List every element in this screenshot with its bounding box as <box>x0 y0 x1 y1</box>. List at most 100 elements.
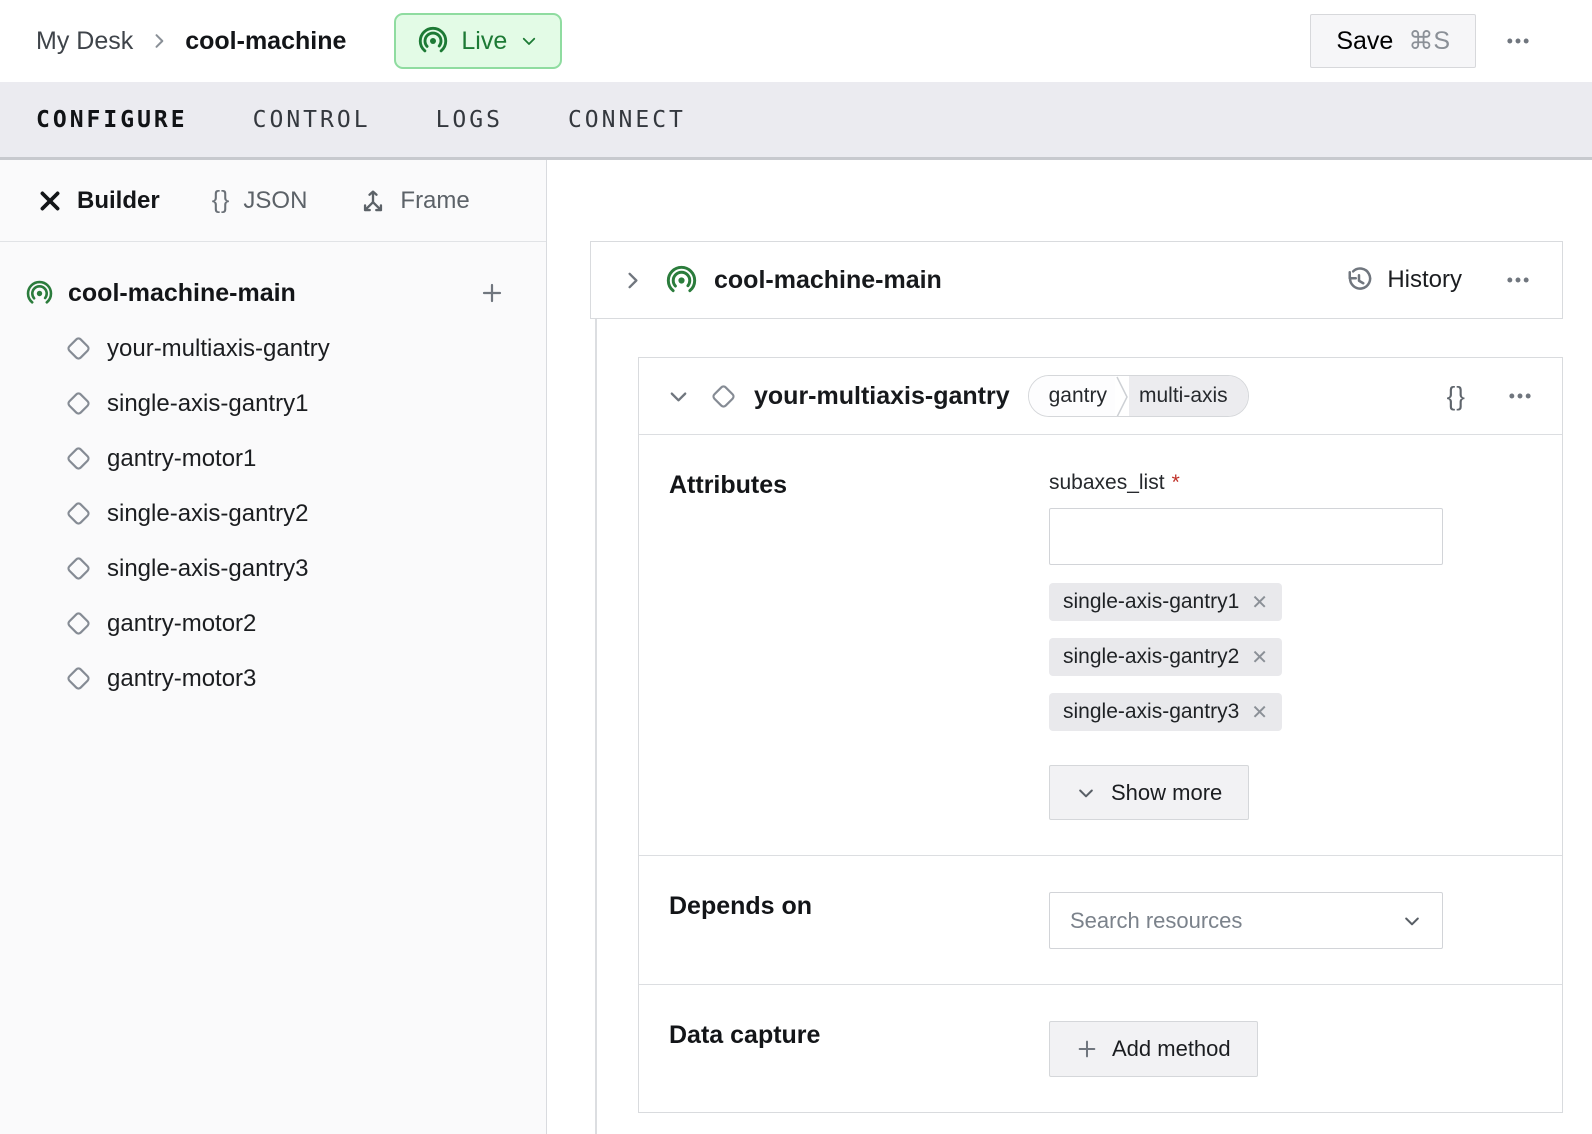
view-mode-json[interactable]: {} JSON <box>212 186 308 215</box>
chevron-down-icon <box>1079 789 1093 797</box>
component-diamond-icon <box>66 446 91 471</box>
tab-connect[interactable]: CONNECT <box>567 106 686 133</box>
breadcrumb-current: cool-machine <box>185 26 347 55</box>
tree-item[interactable]: gantry-motor3 <box>0 651 546 706</box>
tree-item[interactable]: single-axis-gantry1 <box>0 376 546 431</box>
attributes-section: Attributes subaxes_list* single-axis-gan… <box>639 434 1562 855</box>
header-overflow-menu-button[interactable] <box>1504 27 1532 55</box>
save-button[interactable]: Save ⌘S <box>1310 14 1476 68</box>
tree-item[interactable]: your-multiaxis-gantry <box>0 321 546 376</box>
live-status-button[interactable]: Live <box>394 13 563 69</box>
tab-control[interactable]: CONTROL <box>252 106 371 133</box>
builder-tools-icon <box>40 191 60 210</box>
component-diamond-icon <box>66 556 91 581</box>
ellipsis-icon <box>1509 393 1531 399</box>
machine-part-icon <box>26 280 53 306</box>
frame-label: Frame <box>400 186 470 214</box>
history-label: History <box>1387 266 1462 293</box>
ellipsis-icon <box>1507 277 1529 283</box>
tree-item-label: single-axis-gantry2 <box>107 499 309 527</box>
machine-part-overflow-button[interactable] <box>1504 266 1532 294</box>
component-json-toggle[interactable]: {} <box>1446 380 1466 411</box>
tree-item[interactable]: single-axis-gantry3 <box>0 541 546 596</box>
tab-logs[interactable]: LOGS <box>435 106 503 133</box>
machine-part-icon <box>666 265 697 295</box>
component-diamond-icon <box>66 666 91 691</box>
add-method-button[interactable]: Add method <box>1049 1021 1258 1077</box>
depends-on-heading: Depends on <box>669 892 813 920</box>
component-diamond-icon <box>66 391 91 416</box>
frame-axes-icon <box>364 190 383 211</box>
tree-root-machine-part[interactable]: cool-machine-main <box>0 265 546 321</box>
chip-label: single-axis-gantry2 <box>1063 645 1240 668</box>
component-diamond-icon <box>66 501 91 526</box>
tree-item[interactable]: gantry-motor2 <box>0 596 546 651</box>
remove-chip-icon[interactable]: ✕ <box>1251 701 1269 724</box>
machine-part-card: cool-machine-main History <box>590 241 1563 319</box>
attributes-heading: Attributes <box>669 471 788 499</box>
tab-configure[interactable]: CONFIGURE <box>36 106 188 133</box>
component-overflow-button[interactable] <box>1506 382 1534 410</box>
resource-tree: cool-machine-main your-multiaxis-gantry … <box>0 242 546 706</box>
subaxes-list-input[interactable] <box>1049 508 1443 565</box>
required-indicator: * <box>1171 471 1180 494</box>
machine-part-title: cool-machine-main <box>714 265 942 294</box>
view-mode-toolbar: Builder {} JSON Frame <box>0 160 546 242</box>
remove-chip-icon[interactable]: ✕ <box>1251 646 1269 669</box>
view-mode-frame[interactable]: Frame <box>359 186 470 215</box>
component-title: your-multiaxis-gantry <box>754 381 1010 410</box>
tree-item-label: single-axis-gantry1 <box>107 389 309 417</box>
json-label: JSON <box>243 186 308 214</box>
tree-connector-line <box>595 319 597 1134</box>
config-sidebar: Builder {} JSON Frame cool-machine-main … <box>0 160 547 1134</box>
subaxis-chip[interactable]: single-axis-gantry1 ✕ <box>1049 583 1283 621</box>
subaxis-chip[interactable]: single-axis-gantry3 ✕ <box>1049 693 1283 731</box>
component-diamond-icon <box>66 611 91 636</box>
remove-chip-icon[interactable]: ✕ <box>1251 591 1269 614</box>
add-resource-icon[interactable] <box>480 281 504 305</box>
show-more-label: Show more <box>1111 779 1223 805</box>
chevron-down-icon <box>1405 917 1419 925</box>
ellipsis-icon <box>1507 38 1529 44</box>
component-diamond-icon <box>711 383 736 409</box>
search-resources-placeholder: Search resources <box>1070 907 1243 933</box>
tree-item-label: your-multiaxis-gantry <box>107 334 330 362</box>
tree-item-label: gantry-motor3 <box>107 664 257 692</box>
tree-item-label: single-axis-gantry3 <box>107 554 309 582</box>
component-card: your-multiaxis-gantry gantry multi-axis … <box>638 357 1563 1113</box>
data-capture-section: Data capture Add method <box>639 984 1562 1112</box>
add-method-label: Add method <box>1112 1036 1231 1061</box>
subaxis-chip[interactable]: single-axis-gantry2 ✕ <box>1049 638 1283 676</box>
live-label: Live <box>461 26 508 55</box>
breadcrumb-parent-link[interactable]: My Desk <box>36 26 134 55</box>
expand-chevron-right-icon[interactable] <box>621 269 644 292</box>
component-card-header: your-multiaxis-gantry gantry multi-axis … <box>639 358 1562 434</box>
component-type-badge: gantry multi-axis <box>1027 375 1249 417</box>
history-clock-icon <box>1348 267 1372 290</box>
depends-on-section: Depends on Search resources <box>639 855 1562 984</box>
history-button[interactable]: History <box>1344 265 1462 295</box>
show-more-button[interactable]: Show more <box>1049 765 1250 820</box>
chevron-down-icon <box>523 37 536 45</box>
chip-label: single-axis-gantry1 <box>1063 590 1240 613</box>
collapse-chevron-down-icon[interactable] <box>667 385 690 408</box>
builder-label: Builder <box>77 186 160 214</box>
save-label: Save <box>1336 26 1394 55</box>
tree-item[interactable]: gantry-motor1 <box>0 431 546 486</box>
tree-item[interactable]: single-axis-gantry2 <box>0 486 546 541</box>
data-capture-heading: Data capture <box>669 1021 821 1049</box>
config-main-panel: cool-machine-main History your-multiaxis… <box>547 160 1592 1134</box>
subaxes-list-label: subaxes_list* <box>1049 471 1180 494</box>
tree-item-label: gantry-motor1 <box>107 444 257 472</box>
badge-type-segment: gantry <box>1028 376 1115 416</box>
view-mode-builder[interactable]: Builder <box>36 187 160 215</box>
badge-model-segment: multi-axis <box>1128 376 1248 416</box>
chip-label: single-axis-gantry3 <box>1063 700 1240 723</box>
depends-on-search-select[interactable]: Search resources <box>1049 892 1443 949</box>
subaxes-chip-list: single-axis-gantry1 ✕ single-axis-gantry… <box>1049 583 1532 731</box>
component-diamond-icon <box>66 336 91 361</box>
tree-root-label: cool-machine-main <box>68 278 296 307</box>
primary-nav-tabs: CONFIGURE CONTROL LOGS CONNECT <box>0 82 1592 160</box>
live-radio-icon <box>419 26 448 56</box>
save-shortcut: ⌘S <box>1408 27 1450 55</box>
